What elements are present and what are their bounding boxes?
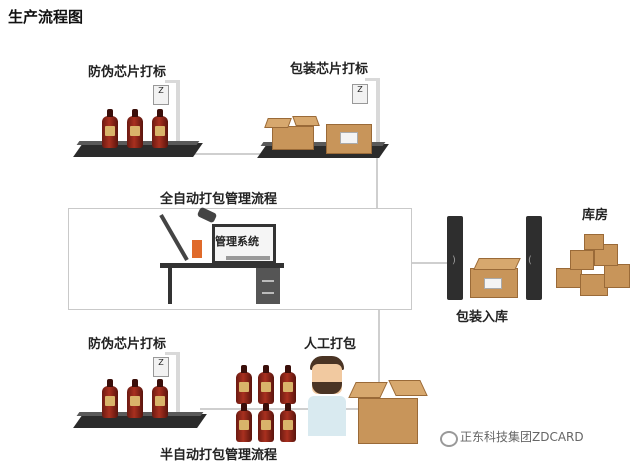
cabinet-icon — [256, 268, 280, 304]
scanner-arm — [165, 80, 179, 83]
box-flap — [388, 380, 428, 396]
liquor-bottle-icon — [127, 379, 143, 418]
worker-body — [308, 396, 346, 436]
scanner-head-icon: Z — [352, 84, 368, 104]
manual-packing-label: 人工打包 — [304, 337, 357, 352]
stacked-carton-icon — [584, 234, 604, 250]
liquor-bottle-icon — [280, 403, 296, 442]
rfid-gate-left — [447, 216, 463, 300]
open-carton-icon — [272, 126, 314, 150]
stacked-carton-icon — [570, 250, 594, 270]
scanner-arm — [376, 78, 380, 150]
connector-line — [190, 153, 260, 155]
liquor-bottle-icon — [152, 379, 168, 418]
scanner-arm — [176, 80, 180, 150]
desk-leg — [168, 268, 172, 304]
connector-line — [410, 262, 448, 264]
liquor-bottle-icon — [258, 365, 274, 404]
anti-counterfeit-chip-label-bottom: 防伪芯片打标 — [88, 337, 167, 352]
page-title: 生产流程图 — [8, 8, 84, 26]
keyboard-icon — [226, 256, 270, 260]
worker-beard — [312, 382, 342, 394]
liquor-bottle-icon — [102, 379, 118, 418]
scanner-head-icon: Z — [153, 357, 169, 377]
desk-icon — [160, 263, 284, 268]
connector-line — [376, 150, 378, 208]
carton-top — [473, 258, 521, 270]
full-auto-process-label: 全自动打包管理流程 — [160, 192, 278, 207]
liquor-bottle-icon — [102, 109, 118, 148]
liquor-bottle-icon — [280, 365, 296, 404]
rfid-gate-right — [526, 216, 542, 300]
closed-carton-icon — [326, 124, 372, 154]
carton-flap — [292, 116, 320, 126]
pack-in-warehouse-label: 包装入库 — [456, 310, 509, 325]
scanner-arm — [176, 352, 180, 418]
liquor-bottle-icon — [127, 109, 143, 148]
monitor-text: 管理系统 — [215, 235, 259, 248]
watermark-text: 正东科技集团ZDCARD — [460, 430, 584, 444]
warehouse-label: 库房 — [582, 208, 609, 223]
package-chip-label: 包装芯片打标 — [290, 62, 369, 77]
anti-counterfeit-chip-label-top: 防伪芯片打标 — [88, 65, 167, 80]
signal-wave-icon: ( — [528, 255, 532, 266]
carton-flap — [264, 118, 292, 128]
stacked-carton-icon — [604, 264, 630, 288]
scanner-arm — [165, 352, 179, 355]
cabinet-handle — [262, 280, 274, 282]
carton-label — [484, 278, 502, 289]
liquor-bottle-icon — [152, 109, 168, 148]
signal-wave-icon: ) — [452, 255, 456, 266]
liquor-bottle-icon — [236, 403, 252, 442]
open-packing-box-icon — [358, 398, 418, 444]
cabinet-handle — [262, 292, 274, 294]
box-flap — [348, 382, 388, 398]
scanner-head-icon: Z — [153, 85, 169, 105]
stacked-carton-icon — [556, 268, 582, 288]
semi-auto-process-label: 半自动打包管理流程 — [160, 448, 278, 463]
connector-line — [378, 310, 380, 410]
carton-label — [340, 132, 358, 144]
liquor-bottle-icon — [236, 365, 252, 404]
pen-cup-icon — [192, 240, 202, 258]
wechat-icon — [440, 431, 458, 447]
liquor-bottle-icon — [258, 403, 274, 442]
scanner-arm — [365, 78, 379, 81]
